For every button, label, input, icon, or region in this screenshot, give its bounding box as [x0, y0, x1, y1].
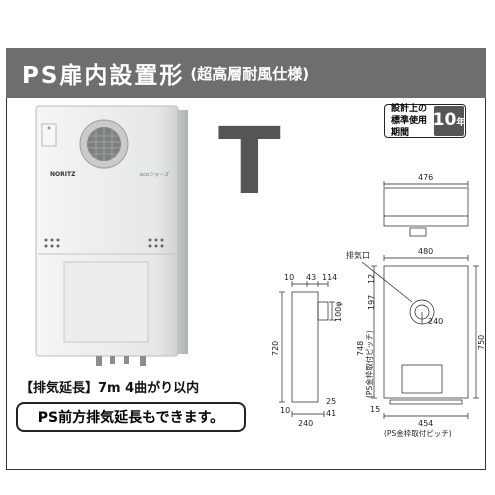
dim-100phi: 100φ	[334, 301, 343, 322]
product-image: NORITZ ecoジョーズ	[35, 105, 188, 366]
header-title: PS扉内設置形	[22, 63, 185, 89]
pitch-horizontal: (PS金枠取付ピッチ)	[384, 428, 452, 438]
badge-line-1: 設計上の	[391, 104, 428, 114]
dim-10-bottom: 10	[280, 406, 290, 415]
front-view-body	[383, 265, 469, 399]
dim-12: 12	[367, 274, 376, 284]
top-view-exhaust	[409, 227, 427, 237]
top-view-body	[383, 187, 469, 227]
dim-240-mid: 240	[428, 317, 443, 326]
brand-logo: NORITZ	[50, 171, 76, 178]
exhaust-extension-note: 【排気延長】7m 4曲がり以内	[20, 381, 200, 396]
cover-screw	[47, 126, 51, 130]
exhaust-mesh	[88, 127, 120, 161]
dimension-drawings: 476 480 排気口 10 43 114 12 197 100φ 240 72…	[271, 173, 486, 438]
exhaust-label: 排気口	[346, 250, 370, 260]
unit-side-panel	[176, 110, 188, 354]
dim-25: 25	[326, 397, 336, 406]
dim-748: 748	[356, 341, 365, 356]
header-subtitle: (超高層耐風仕様)	[190, 64, 310, 83]
lower-panel	[63, 261, 149, 343]
front-exhaust-note: PS前方排気延長もできます。	[16, 402, 246, 432]
pipe-fittings	[96, 356, 146, 366]
pitch-vertical: (PS金枠取付ピッチ)	[364, 330, 374, 398]
side-view-exhaust	[317, 301, 329, 321]
badge-line-2: 標準使用期間	[391, 116, 428, 138]
badge-years-unit: 年	[456, 118, 466, 128]
vent-holes-left	[44, 238, 60, 248]
dim-114: 114	[322, 273, 337, 282]
dim-197: 197	[367, 295, 376, 310]
front-view-lower-panel	[401, 364, 443, 394]
dim-720: 720	[271, 341, 280, 356]
model-letter: T	[218, 108, 281, 215]
dim-15: 15	[370, 405, 380, 414]
vent-holes-right	[148, 238, 164, 248]
dim-front-width: 480	[418, 247, 433, 256]
badge-text: 設計上の 標準使用期間	[385, 103, 434, 139]
dim-41: 41	[326, 409, 336, 418]
dim-750: 750	[477, 335, 486, 350]
control-cover	[41, 123, 57, 147]
badge-years-number: 10	[432, 110, 457, 130]
dim-10: 10	[284, 273, 294, 282]
dim-240-bottom: 240	[298, 419, 313, 428]
dim-454: 454	[418, 419, 433, 428]
eco-mark: ecoジョーズ	[140, 171, 170, 178]
dim-top-width: 476	[418, 173, 433, 182]
page-header: PS扉内設置形 (超高層耐風仕様)	[6, 48, 486, 98]
badge-years: 10 年	[432, 106, 466, 136]
side-view-body	[291, 291, 319, 403]
dim-43: 43	[306, 273, 316, 282]
service-life-badge: 設計上の 標準使用期間 10 年	[384, 104, 466, 138]
